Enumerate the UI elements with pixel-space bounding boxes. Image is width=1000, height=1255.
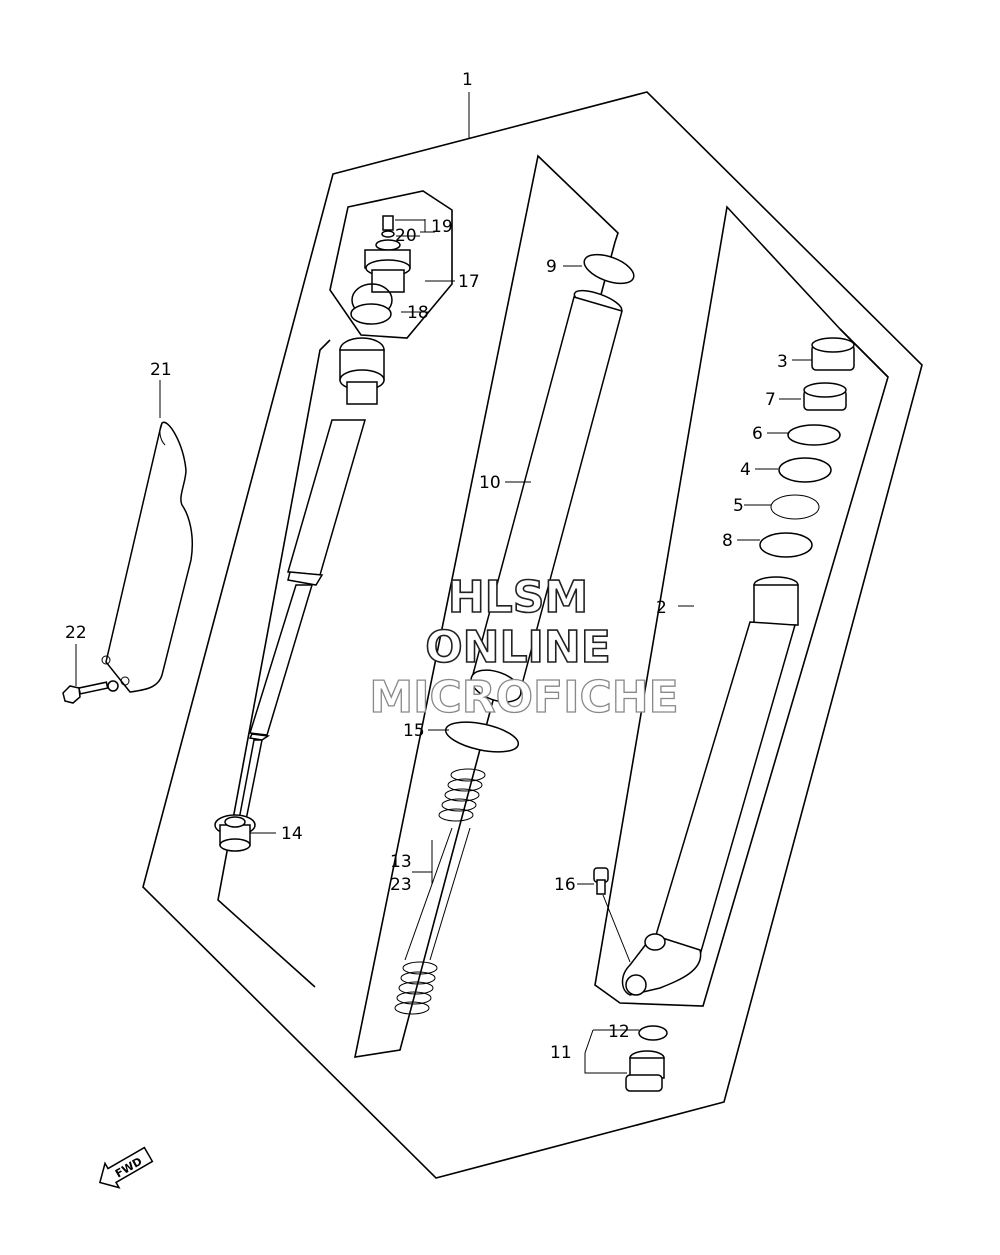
bushing-part-14 bbox=[214, 814, 256, 852]
callout-22: 22 bbox=[65, 623, 87, 643]
callout-5: 5 bbox=[733, 496, 744, 516]
cartridge-group-outline bbox=[217, 339, 331, 988]
watermark-line-3: MICROFICHE bbox=[369, 672, 678, 723]
callout-6: 6 bbox=[752, 424, 763, 444]
watermark-line-2: ONLINE bbox=[425, 622, 611, 673]
bolt-part-22 bbox=[62, 680, 119, 704]
o-ring-part-15 bbox=[444, 721, 520, 753]
spring-part-13 bbox=[394, 768, 486, 1015]
washer-part-12 bbox=[638, 1025, 668, 1041]
inner-tube-part-10 bbox=[470, 253, 635, 703]
callout-19: 19 bbox=[431, 217, 453, 237]
outer-tube-part-2 bbox=[621, 337, 855, 996]
callout-13: 13 bbox=[390, 852, 412, 872]
forward-arrow-icon: FWD bbox=[98, 1146, 154, 1189]
callout-10: 10 bbox=[479, 473, 501, 493]
callout-11: 11 bbox=[550, 1043, 572, 1063]
outer-tube-group-outline bbox=[594, 205, 889, 1007]
callout-9: 9 bbox=[546, 257, 557, 277]
callout-23: 23 bbox=[390, 875, 412, 895]
assembly-1-outline bbox=[142, 91, 923, 1179]
callout-3: 3 bbox=[777, 352, 788, 372]
callout-1: 1 bbox=[462, 70, 473, 90]
callout-2: 2 bbox=[656, 598, 667, 618]
damper-cartridge bbox=[232, 337, 385, 835]
watermark-line-1: HLSM bbox=[448, 572, 588, 623]
fork-guard-part-21 bbox=[105, 421, 194, 693]
bolt-part-16 bbox=[593, 867, 609, 895]
callout-17: 17 bbox=[458, 272, 480, 292]
callout-14: 14 bbox=[281, 824, 303, 844]
damper-group-outline bbox=[329, 190, 453, 339]
callout-16: 16 bbox=[554, 875, 576, 895]
callout-18: 18 bbox=[407, 303, 429, 323]
callout-20: 20 bbox=[395, 226, 417, 246]
drain-plug-part-11 bbox=[625, 1050, 665, 1092]
callout-8: 8 bbox=[722, 531, 733, 551]
callout-15: 15 bbox=[403, 721, 425, 741]
callout-4: 4 bbox=[740, 460, 751, 480]
leader-lines bbox=[75, 92, 812, 1074]
callout-21: 21 bbox=[150, 360, 172, 380]
outer-tube-inner-outline bbox=[839, 328, 889, 378]
callout-12: 12 bbox=[608, 1022, 630, 1042]
callout-7: 7 bbox=[765, 390, 776, 410]
damper-part-17 bbox=[350, 215, 411, 325]
